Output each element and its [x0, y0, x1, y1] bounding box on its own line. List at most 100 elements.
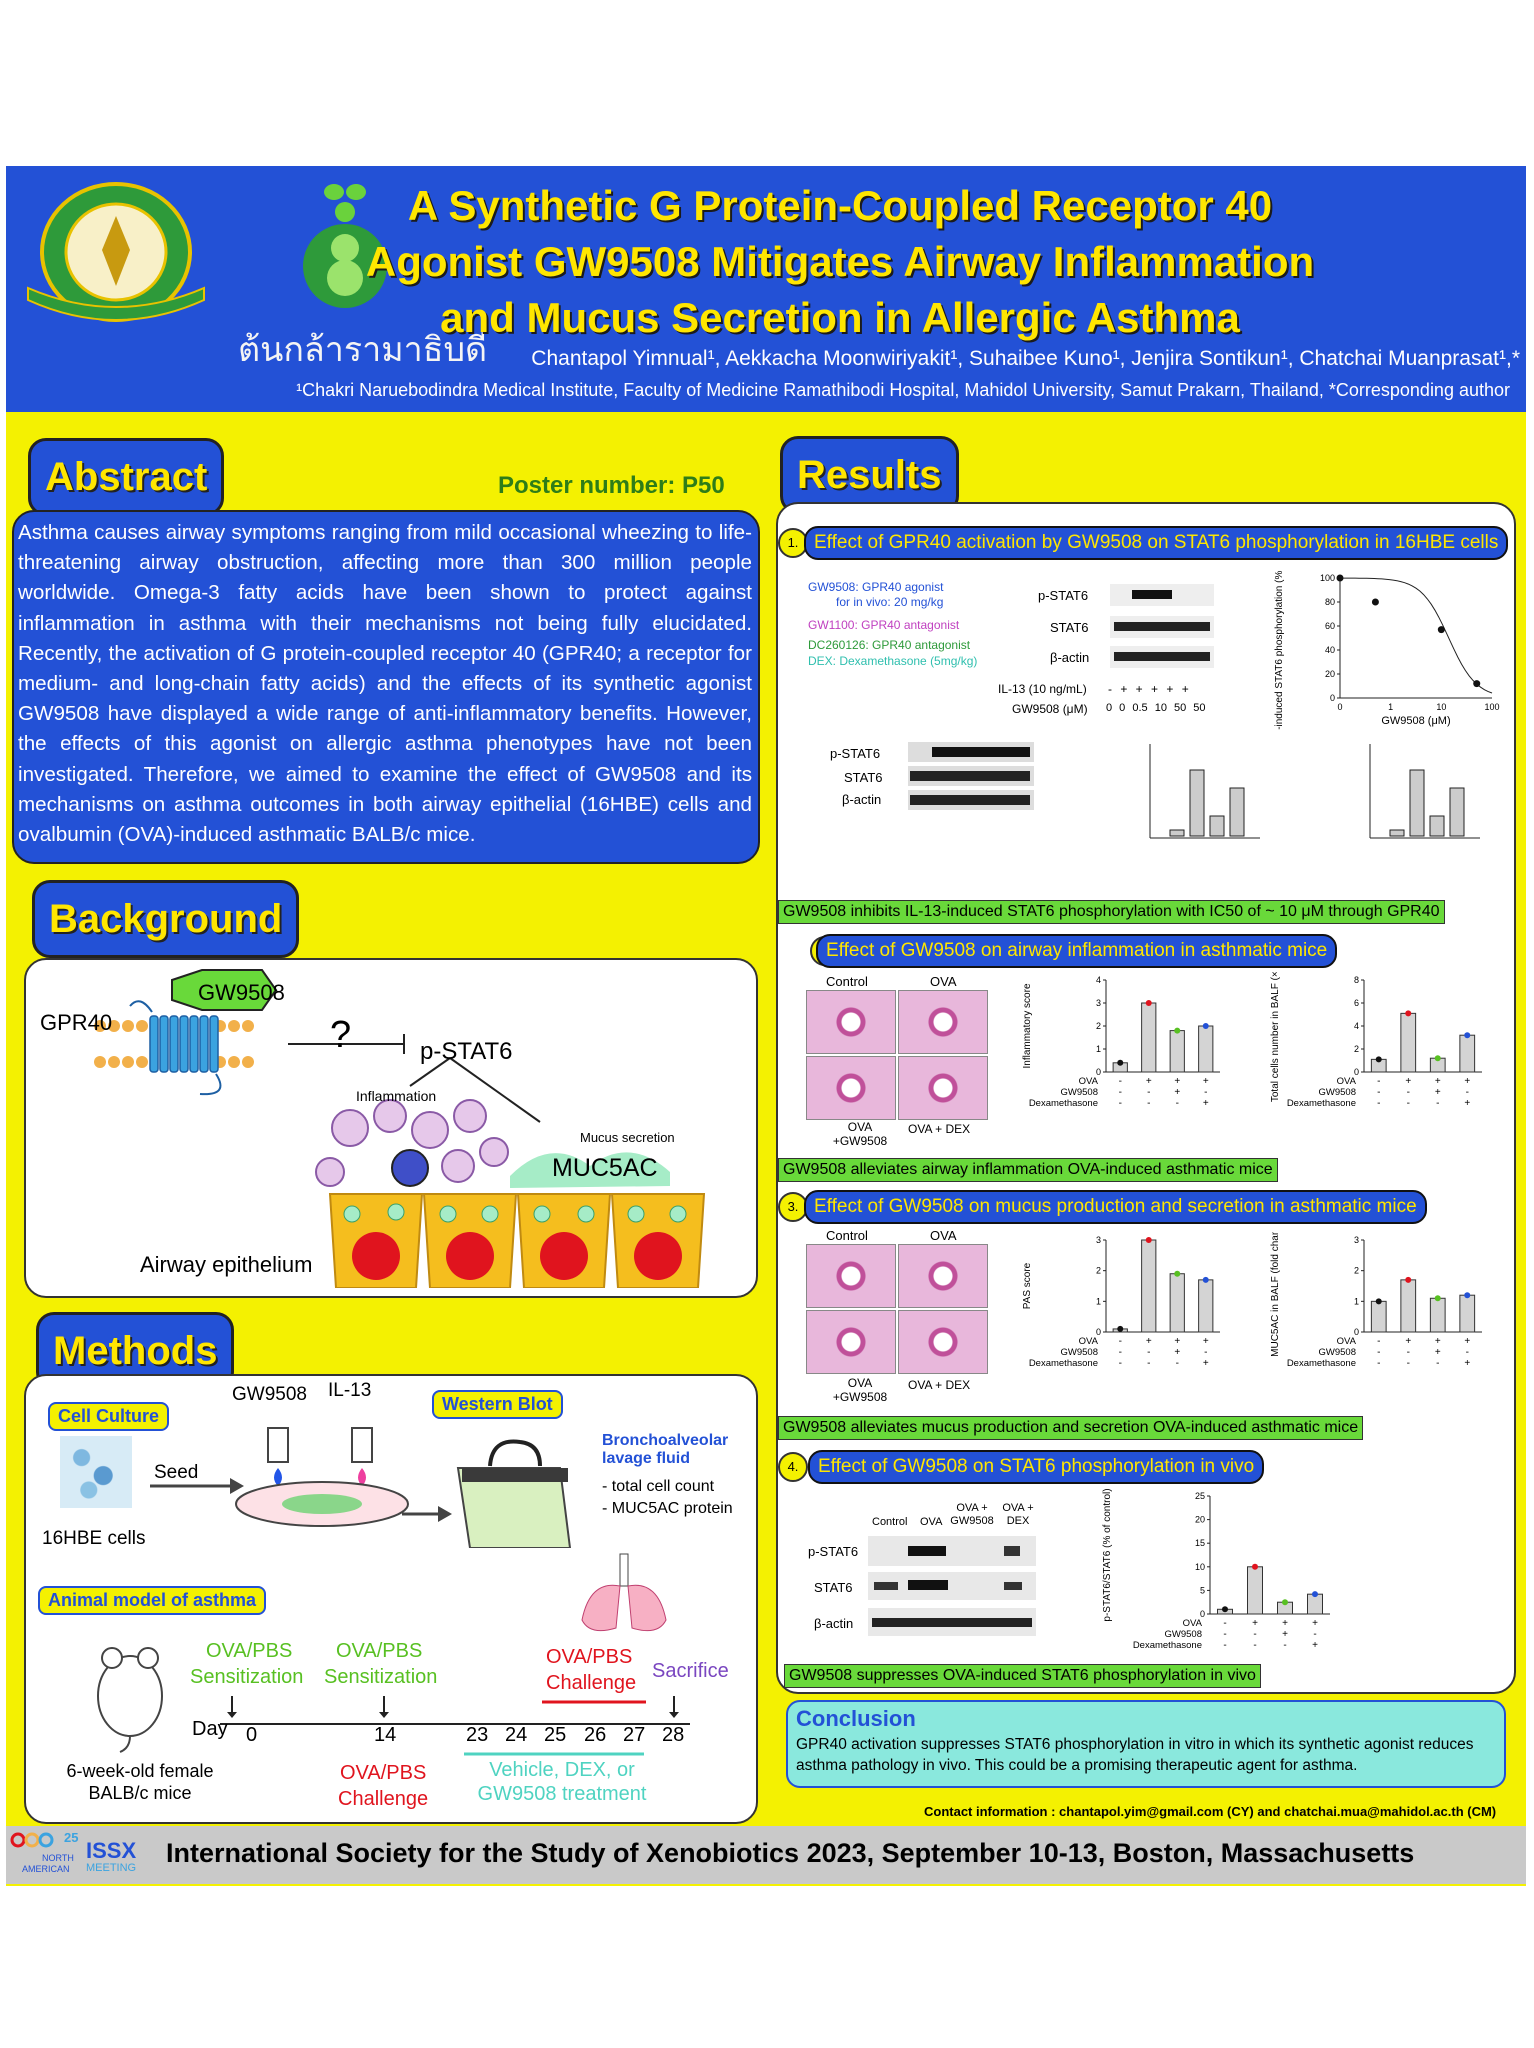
airway-epithelium-label: Airway epithelium	[140, 1252, 313, 1277]
treatment-sign: -	[1147, 1087, 1150, 1098]
treatment-sign: -	[1253, 1629, 1256, 1640]
treatment-row-label: OVA	[1337, 1336, 1357, 1347]
section-1-bar-panels	[1060, 738, 1490, 898]
blot-2-label-pstat6: p-STAT6	[830, 746, 881, 761]
treatment-sign: -	[1407, 1087, 1410, 1098]
sensitization-1-label: Sensitization	[190, 1666, 304, 1688]
y-tick-label: 0	[1096, 1067, 1101, 1077]
treatment-sign: -	[1436, 1358, 1439, 1369]
section-2-label-ova: OVA	[930, 974, 957, 989]
treatment-sign: -	[1223, 1640, 1226, 1651]
timeline	[200, 1690, 700, 1760]
abstract-text: Asthma causes airway symptoms ranging fr…	[18, 521, 752, 847]
section-2-label-control: Control	[826, 974, 868, 989]
bar	[1198, 1025, 1214, 1073]
affiliation-line: ¹Chakri Naruebodindra Medical Institute,…	[296, 380, 1510, 400]
treatment-row-label: Dexamethasone	[1029, 1098, 1098, 1109]
y-tick-label: 4	[1354, 1021, 1359, 1031]
day-23: 23	[466, 1724, 489, 1746]
authors-line: Chantapol Yimnual¹, Aekkacha Moonwiriyak…	[531, 347, 1520, 370]
treatment-sign: +	[1282, 1629, 1288, 1640]
pas-ova	[898, 1244, 988, 1308]
x-tick-label: 100	[1484, 702, 1499, 712]
abstract-box	[12, 510, 760, 864]
treatment-row-label: GW9508	[1165, 1629, 1203, 1640]
western-blot-1	[1110, 580, 1214, 672]
background-heading: Background	[32, 880, 300, 958]
data-point	[1434, 1295, 1441, 1302]
y-tick-label: 3	[1354, 1235, 1359, 1245]
treatment-sign: +	[1435, 1336, 1441, 1347]
treatment-sign: +	[1203, 1336, 1209, 1347]
treatment-sign: -	[1377, 1336, 1380, 1347]
y-tick-label: 3	[1096, 1235, 1101, 1245]
il13-row-signs: - + + + + +	[1108, 682, 1189, 696]
cells-image	[60, 1436, 132, 1508]
y-axis-label: IL-13-induced STAT6 phosphorylation (% o…	[1274, 570, 1285, 730]
mouse-icon	[80, 1644, 180, 1754]
day-0: 0	[246, 1724, 258, 1746]
y-axis-label: MUC5AC in BALF (fold change)	[1270, 1232, 1281, 1357]
data-point	[1375, 1298, 1382, 1305]
treatment-sign: -	[1377, 1347, 1380, 1358]
treatment-sign: +	[1203, 1076, 1209, 1087]
western-blot-2	[908, 742, 1034, 812]
day-26: 26	[584, 1724, 607, 1746]
y-tick-label: 0	[1354, 1327, 1359, 1337]
challenge-label: Challenge	[546, 1672, 637, 1694]
data-point	[1464, 1032, 1471, 1039]
section-3-label-ova-dex: OVA + DEX	[908, 1378, 971, 1392]
gpr40-label: GPR40	[40, 1010, 113, 1035]
footer-badge-american: AMERICAN	[22, 1864, 70, 1874]
methods-diagram	[140, 1408, 580, 1549]
treatment-sign: +	[1174, 1087, 1180, 1098]
in-vivo-stat6-chart: p-STAT6/STAT6 (% of control)0510152025OV…	[1102, 1488, 1330, 1651]
bar	[1400, 1012, 1417, 1073]
il13-method-label: IL-13	[328, 1380, 372, 1401]
footer-bar	[6, 1826, 1526, 1884]
muc5ac-chart: MUC5AC in BALF (fold change)0123OVA-+++G…	[1270, 1232, 1482, 1369]
day-label: Day	[192, 1718, 228, 1740]
ramathibodi-seedling-logo	[300, 178, 390, 318]
y-tick-label: 8	[1354, 975, 1359, 985]
treatment-sign: -	[1119, 1358, 1122, 1369]
blot-4-label-actin: β-actin	[814, 1616, 854, 1631]
y-tick-label: 80	[1325, 597, 1335, 607]
contact-info: Contact information : chantapol.yim@gmai…	[924, 1804, 1497, 1819]
day-28: 28	[662, 1724, 685, 1746]
treatment-sign: -	[1119, 1336, 1122, 1347]
bar	[1198, 1279, 1214, 1333]
x-tick-label: 1	[1388, 702, 1393, 712]
bar	[1429, 1297, 1446, 1333]
y-tick-label: 2	[1354, 1044, 1359, 1054]
animal-model-tag: Animal model of asthma	[38, 1586, 267, 1615]
sensitization-2-label: Sensitization	[324, 1666, 438, 1688]
bar	[1400, 1279, 1417, 1333]
treatment-label: Vehicle, DEX, or GW9508 treatment	[477, 1759, 647, 1805]
treatment-sign: +	[1174, 1336, 1180, 1347]
day-27: 27	[623, 1724, 646, 1746]
data-point	[1464, 1292, 1471, 1299]
treatment-sign: -	[1119, 1087, 1122, 1098]
gw9508-method-label: GW9508	[232, 1384, 307, 1405]
treatment-row-label: GW9508	[1319, 1087, 1357, 1098]
treatment-sign: +	[1405, 1336, 1411, 1347]
treatment-sign: +	[1203, 1358, 1209, 1369]
y-tick-label: 25	[1195, 1491, 1205, 1501]
section-2-label-ova-dex: OVA + DEX	[908, 1122, 971, 1136]
legend-in-vivo: for in vivo: 20 mg/kg	[836, 595, 944, 609]
poster-number: Poster number: P50	[498, 472, 725, 499]
gw9508-label: GW9508	[198, 980, 285, 1005]
treatment-row-label: OVA	[1337, 1076, 1357, 1087]
footer-meeting: MEETING	[86, 1862, 137, 1874]
background-diagram	[30, 966, 750, 1289]
treatment-sign: +	[1146, 1076, 1152, 1087]
treatment-sign: -	[1313, 1629, 1316, 1640]
western-blot-tag: Western Blot	[432, 1390, 563, 1419]
conclusion-heading: Conclusion	[796, 1706, 916, 1731]
treatment-sign: -	[1407, 1347, 1410, 1358]
data-point	[1145, 1237, 1152, 1243]
section-1-conclusion: GW9508 inhibits IL-13-induced STAT6 phos…	[778, 900, 1445, 924]
y-tick-label: 2	[1096, 1021, 1101, 1031]
histology-control	[806, 990, 896, 1054]
